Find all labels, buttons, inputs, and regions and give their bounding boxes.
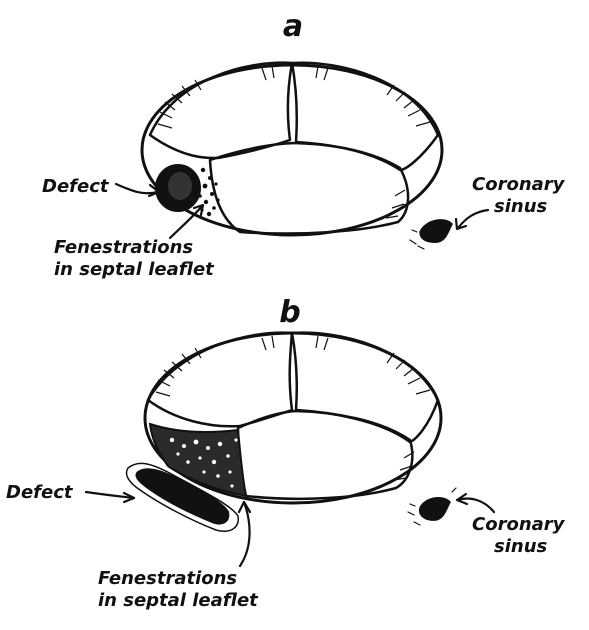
panel-b-shading (155, 335, 431, 481)
panel-b-fenestrations-label-2: in septal leaflet (98, 590, 259, 611)
panel-a-fenestrations-label-2: in septal leaflet (54, 259, 215, 280)
panel-b-posterior-leaflet (290, 331, 440, 444)
panel-a-letter: a (283, 9, 303, 44)
panel-b-defect-rim (125, 462, 239, 532)
panel-a: a (42, 9, 566, 280)
panel-a-valve (140, 61, 444, 237)
panel-b-defect-label: Defect (6, 482, 74, 503)
panel-a-defect-arrow (114, 182, 160, 195)
panel-b-fenestrations (169, 437, 238, 488)
panel-a-septal-leaflet (208, 141, 410, 235)
panel-b-defect-hole (135, 468, 230, 525)
panel-a-coronary-sinus (409, 219, 453, 250)
panel-a-coronary-arrow (456, 208, 490, 230)
panel-a-fenestrations-label-1: Fenestrations (54, 237, 193, 258)
panel-b-fenestrations-label-1: Fenestrations (98, 568, 237, 589)
panel-b-coronary-arrow (456, 497, 496, 514)
panel-a-fenestrations-arrow (168, 204, 204, 240)
panel-b-anterior-leaflet (146, 331, 294, 428)
panel-b-defect (125, 462, 239, 532)
panel-a-coronary-label-1: Coronary (472, 174, 566, 195)
panel-b-fenestration-region (148, 422, 248, 498)
panel-a-coronary-sinus-opening (419, 219, 453, 243)
panel-b-coronary-label-1: Coronary (472, 514, 566, 535)
panel-a-fenestrations (198, 167, 220, 217)
panel-a-coronary-label-2: sinus (494, 196, 548, 217)
panel-b-coronary-label-2: sinus (494, 536, 548, 557)
panel-a-defect-label: Defect (42, 176, 110, 197)
panel-b-coronary-sinus-opening (418, 496, 451, 521)
panel-b-valve (143, 331, 443, 505)
panel-b-fenestrations-arrow (238, 500, 251, 568)
panel-b-letter: b (279, 295, 300, 330)
panel-b: b (6, 295, 566, 611)
panel-a-anterior-leaflet (148, 61, 294, 160)
panel-a-shading (157, 65, 431, 219)
panel-b-coronary-sinus (407, 487, 457, 526)
panel-b-defect-arrow (84, 490, 136, 500)
panel-a-defect-inner (168, 172, 192, 200)
